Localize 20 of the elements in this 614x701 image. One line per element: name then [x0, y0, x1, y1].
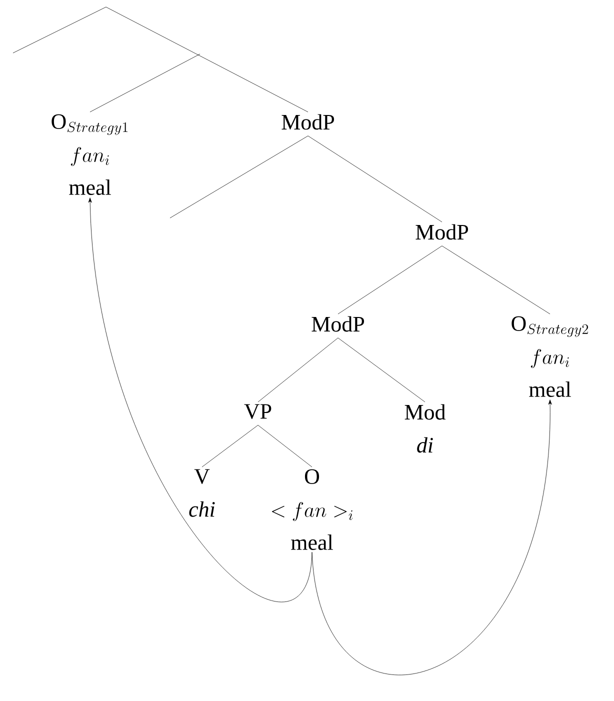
- tree-label: ModP: [312, 316, 364, 332]
- tree-label: $\mathrm{O}_{Strategy2}$ $fan_{i}$ meal: [512, 316, 588, 397]
- tree-branch: [90, 54, 200, 112]
- tree-label: O $< fan >_{i}$ meal: [272, 469, 352, 550]
- tree-branch: [442, 246, 550, 314]
- tree-label: ModP: [282, 114, 334, 130]
- tree-label: Mod di: [404, 404, 446, 453]
- tree-branch: [258, 424, 312, 468]
- movement-arrow: [88, 198, 312, 602]
- tree-label: $\mathrm{O}_{Strategy1}$ $fan_{i}$ meal: [52, 114, 128, 195]
- tree-label: VP: [244, 404, 272, 419]
- tree-branch: [106, 6, 308, 112]
- movement-arrow: [312, 400, 552, 675]
- tree-branch: [202, 424, 258, 468]
- tree-label: V chi: [189, 469, 215, 517]
- tree-branch: [338, 338, 426, 402]
- tree-branch: [338, 246, 442, 314]
- tree-branch: [258, 338, 338, 402]
- tree-branch: [308, 136, 442, 222]
- tree-label: ModP: [416, 224, 468, 240]
